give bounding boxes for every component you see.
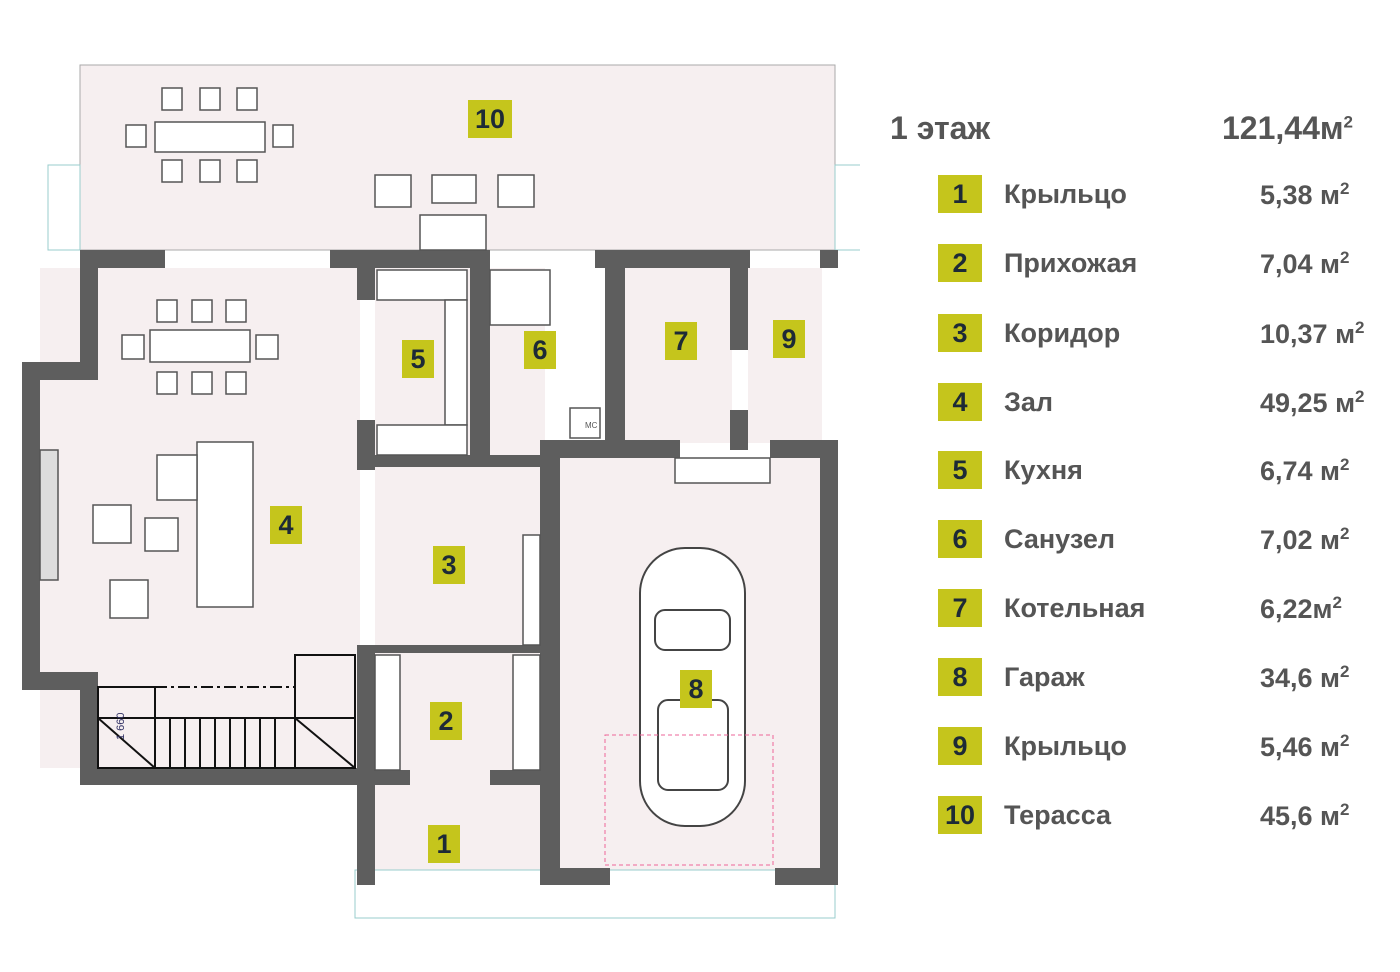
legend-row: 3 Коридор 10,37 м2	[938, 314, 1388, 354]
legend-row: 2 Прихожая 7,04 м2	[938, 244, 1388, 284]
legend-room-area: 5,38 м2	[1260, 179, 1350, 211]
kitchen-counter	[376, 269, 468, 301]
legend-row: 9 Крыльцо 5,46 м2	[938, 727, 1388, 767]
dimension-label: 1 660	[115, 712, 127, 740]
legend-room-number: 5	[938, 451, 982, 489]
legend-room-number: 4	[938, 383, 982, 421]
legend-room-area: 34,6 м2	[1260, 662, 1350, 694]
floor-total-area: 121,44м2	[1222, 110, 1353, 147]
legend-room-area: 7,04 м2	[1260, 248, 1350, 280]
legend-area-value: 6,74 м	[1260, 456, 1341, 486]
furniture	[39, 87, 771, 771]
legend-row: 5 Кухня 6,74 м2	[938, 451, 1388, 491]
legend-room-number: 2	[938, 244, 982, 282]
legend-area-value: 6,22м	[1260, 594, 1333, 624]
legend-room-name: Котельная	[1004, 593, 1146, 623]
legend-row: 7 Котельная 6,22м2	[938, 589, 1388, 629]
legend-room-area: 7,02 м2	[1260, 524, 1350, 556]
legend-room-name: Гараж	[1004, 662, 1085, 692]
legend-room-area: 6,22м2	[1260, 593, 1342, 625]
legend-room-name: Санузел	[1004, 524, 1116, 554]
legend-room-name: Коридор	[1004, 318, 1121, 348]
unit-sup: 2	[1340, 455, 1350, 474]
fixture-label: МС	[585, 421, 598, 430]
floor-title: 1 этаж	[890, 110, 991, 146]
walls	[22, 250, 838, 885]
legend-room-number: 10	[938, 796, 982, 834]
legend-room-number: 6	[938, 520, 982, 558]
unit-sup: 2	[1355, 387, 1365, 406]
unit-sup: 2	[1340, 179, 1350, 198]
legend-row: 10 Терасса 45,6 м2	[938, 796, 1388, 836]
legend-room-number: 9	[938, 727, 982, 765]
legend-area-value: 7,02 м	[1260, 525, 1341, 555]
legend-room-area: 5,46 м2	[1260, 731, 1350, 763]
legend-room-name: Крыльцо	[1004, 179, 1127, 209]
dining-table	[149, 329, 251, 363]
unit-sup: 2	[1340, 524, 1350, 543]
legend-room-area: 49,25 м2	[1260, 387, 1365, 419]
legend-row: 8 Гараж 34,6 м2	[938, 658, 1388, 698]
total-area-value: 121,44м	[1222, 110, 1344, 146]
unit-sup: 2	[1340, 662, 1350, 681]
room-label-8: 8	[680, 670, 712, 708]
legend-room-name: Кухня	[1004, 455, 1083, 485]
legend-room-name: Прихожая	[1004, 248, 1138, 278]
legend-room-name: Зал	[1004, 387, 1054, 417]
legend-room-area: 10,37 м2	[1260, 318, 1365, 350]
unit-sup: 2	[1332, 593, 1342, 612]
room-label-7: 7	[665, 322, 697, 360]
room-label-1: 1	[428, 825, 460, 863]
legend-room-number: 8	[938, 658, 982, 696]
legend-area-value: 5,46 м	[1260, 732, 1341, 762]
room-label-6: 6	[524, 331, 556, 369]
room-label-5: 5	[402, 340, 434, 378]
legend-room-area: 45,6 м2	[1260, 800, 1350, 832]
legend-area-value: 10,37 м	[1260, 319, 1356, 349]
legend-room-name: Терасса	[1004, 800, 1112, 830]
legend-room-number: 3	[938, 314, 982, 352]
legend-row: 6 Санузел 7,02 м2	[938, 520, 1388, 560]
room-label-10: 10	[468, 100, 512, 138]
unit-sup: 2	[1340, 800, 1350, 819]
legend-area-value: 49,25 м	[1260, 388, 1356, 418]
legend-row: 4 Зал 49,25 м2	[938, 383, 1388, 423]
room-label-9: 9	[773, 320, 805, 358]
room-label-2: 2	[430, 702, 462, 740]
unit-sup: 2	[1355, 318, 1365, 337]
legend-room-number: 1	[938, 175, 982, 213]
legend-room-area: 6,74 м2	[1260, 455, 1350, 487]
legend-area-value: 7,04 м	[1260, 249, 1341, 279]
legend-area-value: 5,38 м	[1260, 180, 1341, 210]
unit-sup: 2	[1340, 731, 1350, 750]
staircase	[97, 654, 356, 769]
legend-area-value: 45,6 м	[1260, 801, 1341, 831]
unit-sup: 2	[1340, 248, 1350, 267]
room-label-3: 3	[433, 546, 465, 584]
legend-room-name: Крыльцо	[1004, 731, 1127, 761]
terrace-table	[154, 121, 266, 153]
legend-area-value: 34,6 м	[1260, 663, 1341, 693]
legend-row: 1 Крыльцо 5,38 м2	[938, 175, 1388, 215]
legend-room-number: 7	[938, 589, 982, 627]
room-label-4: 4	[270, 506, 302, 544]
unit-sup: 2	[1343, 112, 1354, 132]
sofa	[196, 441, 254, 608]
floor-plan: МС 1 660	[22, 64, 860, 919]
